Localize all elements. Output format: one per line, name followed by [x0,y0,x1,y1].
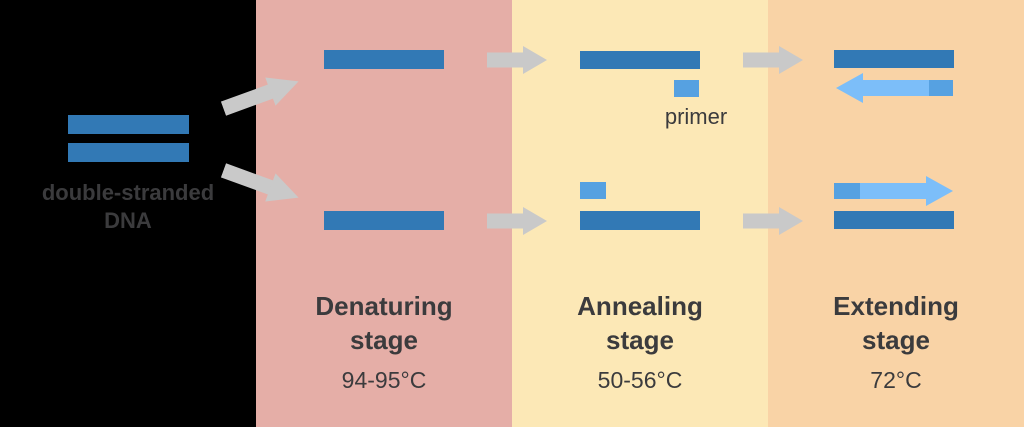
annealing-template-strand-top [580,51,700,69]
denaturing-stage-caption: Denaturing stage 94-95°C [256,289,512,394]
split-arrow-down-icon [220,163,299,202]
double-stranded-dna-label: double-stranded DNA [18,179,238,235]
annealing-template-strand-bottom [580,211,700,230]
extending-stage-temperature: 72°C [870,367,922,393]
primer-bottom [580,182,606,199]
extension-arrow-right-icon [834,176,953,206]
extending-stage-title: Extending stage [833,291,959,355]
extending-template-strand-top [834,50,954,68]
annealing-stage-temperature: 50-56°C [597,367,683,393]
annealing-stage-title: Annealing stage [577,291,703,355]
double-stranded-dna-strand-bottom [68,143,189,162]
flow-arrow-bottom-1-icon [487,207,547,235]
denatured-strand-bottom [324,211,444,230]
denatured-strand-top [324,50,444,69]
flow-arrow-bottom-2-icon [743,207,803,235]
flow-arrow-top-2-icon [743,46,803,74]
extending-stage-caption: Extending stage 72°C [768,289,1024,394]
denaturing-stage-temperature: 94-95°C [341,367,427,393]
dna-label-line1: double-stranded [41,180,215,205]
extending-template-strand-bottom [834,211,954,229]
extension-arrow-left-icon [836,73,953,103]
flow-arrow-top-1-icon [487,46,547,74]
dna-label-line2: DNA [104,208,152,233]
primer-label: primer [664,104,728,129]
annealing-stage-caption: Annealing stage 50-56°C [512,289,768,394]
primer-top [674,80,699,97]
double-stranded-dna-strand-top [68,115,189,134]
denaturing-stage-title: Denaturing stage [315,291,453,355]
split-arrow-up-icon [220,77,299,116]
